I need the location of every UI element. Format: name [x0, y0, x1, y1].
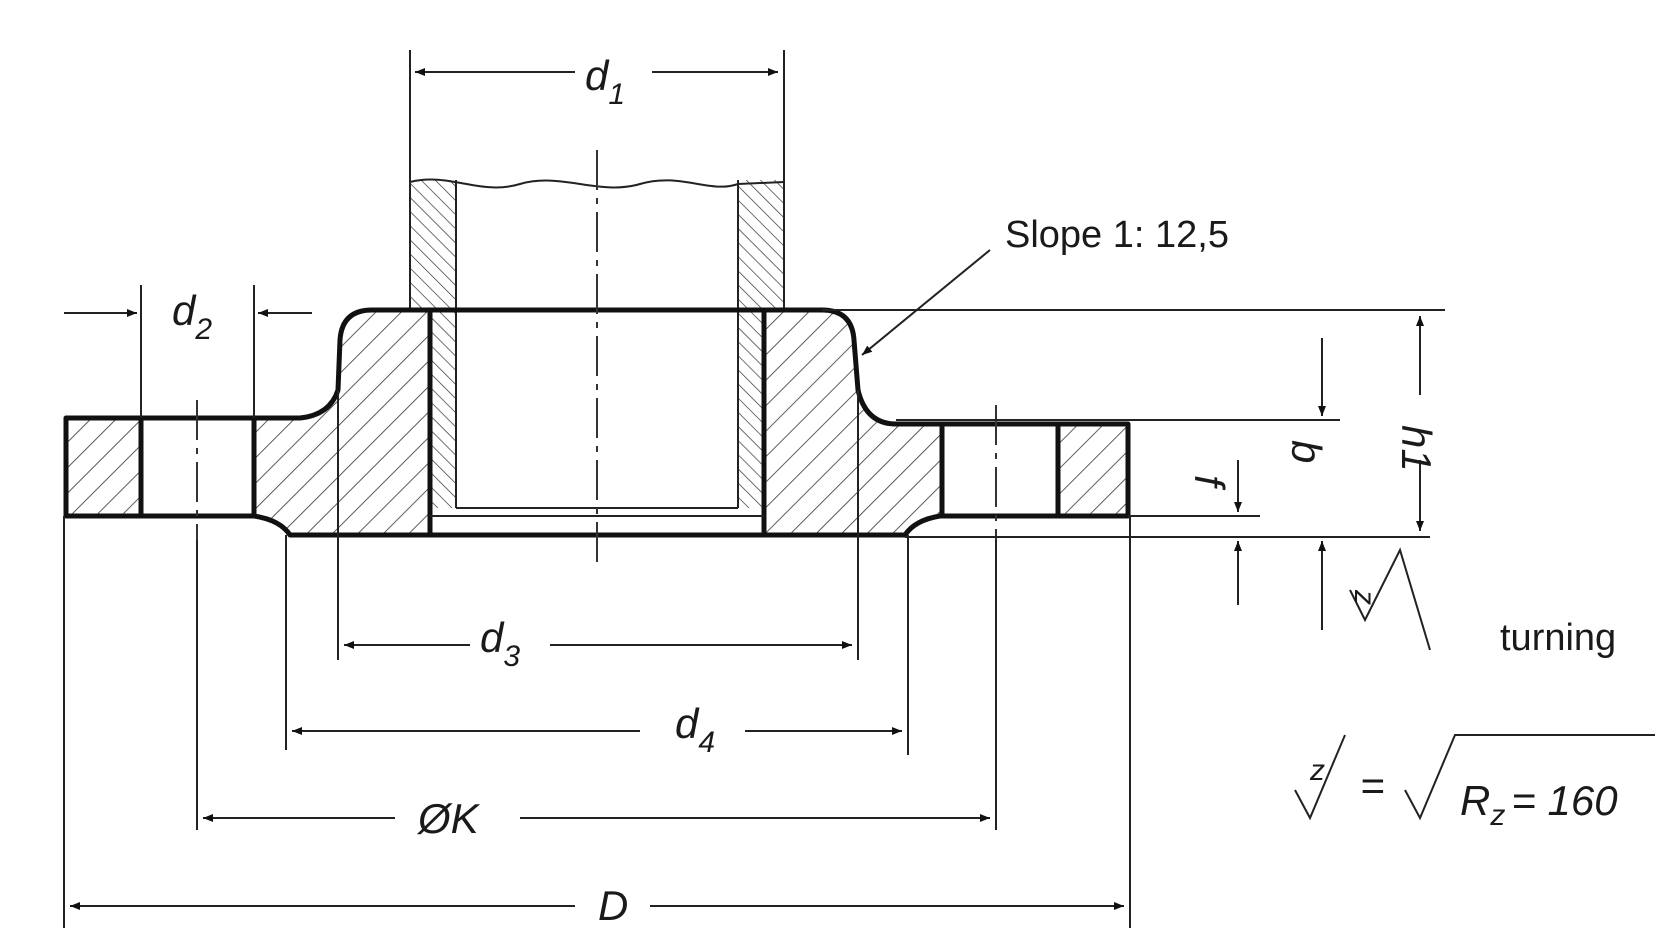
- label-D: D: [598, 882, 628, 929]
- surface-z: z: [1309, 754, 1325, 787]
- label-d1: d1: [585, 52, 625, 111]
- surface-eq: =: [1360, 762, 1385, 809]
- dimension-lines: [64, 68, 1424, 910]
- extension-lines: [63, 50, 1445, 928]
- flange-right-outer: [1058, 424, 1128, 516]
- label-turning: turning: [1500, 617, 1616, 659]
- label-d2: d2: [172, 287, 212, 346]
- label-slope: Slope 1: 12,5: [1005, 214, 1229, 256]
- flange-left-outer: [66, 418, 141, 516]
- label-z-symbol: z: [1348, 589, 1381, 605]
- pipe-break-line: [409, 178, 785, 189]
- pipe-wall-right-inner: [738, 310, 762, 508]
- surface-equation-symbols: [1294, 734, 1655, 821]
- surface-finish-symbol: [1349, 547, 1431, 651]
- pipe-wall-right: [738, 180, 784, 310]
- surface-R: Rz= 160: [1460, 777, 1618, 832]
- center-lines: [196, 150, 997, 570]
- label-f: f: [1186, 475, 1233, 491]
- pipe-wall-left-inner: [432, 310, 456, 508]
- label-b: b: [1283, 440, 1330, 463]
- label-K: ØK: [416, 795, 481, 842]
- label-d4: d4: [675, 700, 715, 759]
- pipe-wall-left: [410, 180, 456, 310]
- label-h1: h1: [1393, 425, 1440, 472]
- flange-right-hub: [764, 310, 940, 535]
- pipe: [409, 178, 785, 509]
- label-d3: d3: [480, 614, 520, 673]
- flange-left-hub: [254, 310, 430, 535]
- flange-body: [63, 307, 1131, 538]
